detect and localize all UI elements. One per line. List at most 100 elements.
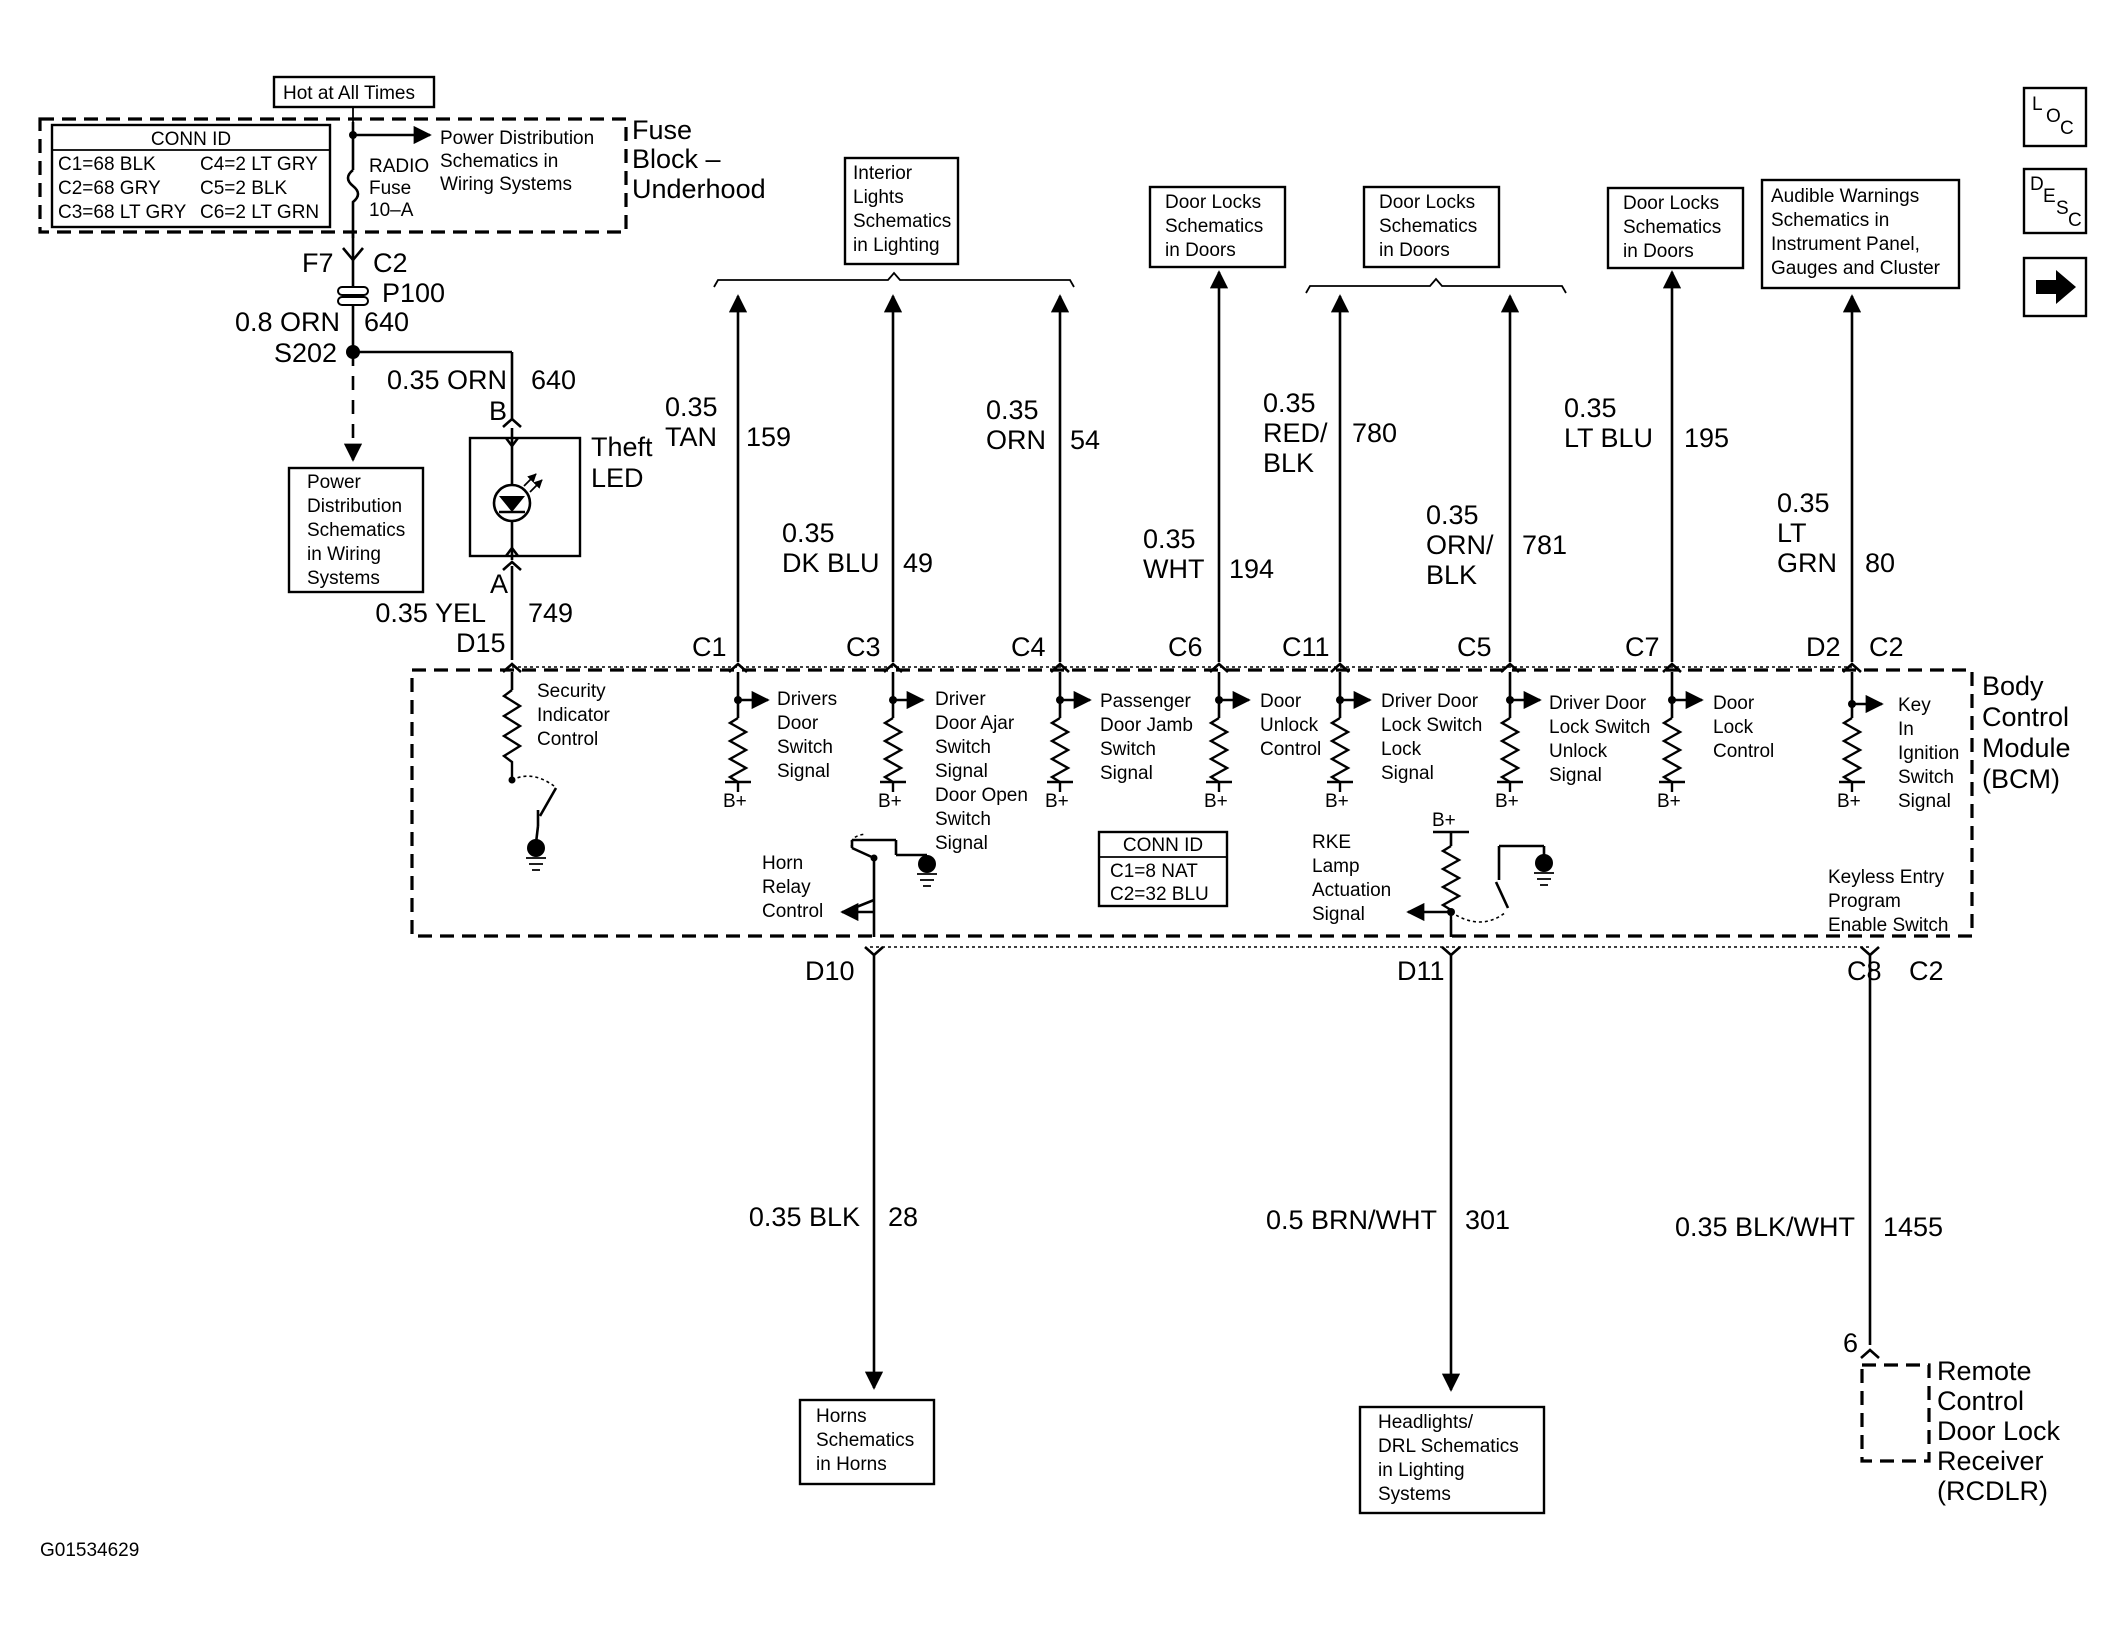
wire-color: ORN xyxy=(986,425,1046,455)
next-button[interactable] xyxy=(2022,256,2088,318)
circuit-number: 49 xyxy=(903,548,933,578)
horn-relay-control: Horn Relay Control xyxy=(762,833,937,937)
fuse-conn-id-box xyxy=(50,123,332,229)
keyless-entry-label: Keyless Entry xyxy=(1828,867,1945,888)
fuse-conn-line: C6=2 LT GRN xyxy=(200,202,319,223)
wire-color: WHT xyxy=(1143,554,1204,584)
security-indicator-label: Control xyxy=(537,729,598,750)
wire-color: LT xyxy=(1777,518,1807,548)
signal-label: Lock Switch xyxy=(1549,717,1650,738)
signal-label: Door Ajar xyxy=(935,713,1015,734)
door-locks-ref: Door Locks xyxy=(1165,192,1261,213)
output-circuits: D10 0.35 BLK 28 Horns Schematics in Horn… xyxy=(749,955,2061,1515)
bcm-top-pins xyxy=(502,662,1862,673)
headlights-ref: in Lighting xyxy=(1378,1460,1465,1481)
signal-label: Switch xyxy=(1100,739,1156,760)
wire-gauge: 0.35 xyxy=(1777,488,1830,518)
wire-color: BLK xyxy=(1263,448,1314,478)
rcdlr-pin: 6 xyxy=(1843,1328,1858,1358)
figure-id: G01534629 xyxy=(40,1540,139,1561)
signal-label: Signal xyxy=(1100,763,1153,784)
b-plus: B+ xyxy=(878,791,902,812)
bcm-pin: D10 xyxy=(805,956,855,986)
bcm-pin: D2 xyxy=(1806,632,1841,662)
signal-label: Switch xyxy=(1898,767,1954,788)
arrow-right-icon xyxy=(2036,270,2076,304)
desc-letter: E xyxy=(2043,186,2056,207)
power-distribution-ref-box-line: Schematics xyxy=(307,520,405,541)
power-distribution-ref-box-line: Distribution xyxy=(307,496,402,517)
fuse-f7-label: F7 xyxy=(302,248,334,278)
theft-led: B Theft LED A 0.35 YEL 749 D15 xyxy=(375,396,653,660)
interior-lights-ref: Lights xyxy=(853,187,904,208)
connector-p100-label: P100 xyxy=(382,278,445,308)
wire-color: BLK xyxy=(1426,560,1477,590)
rke-label: Lamp xyxy=(1312,856,1360,877)
signal-label: Door xyxy=(1713,693,1755,714)
signal-label: Control xyxy=(1260,739,1321,760)
signal-label: In xyxy=(1898,719,1914,740)
headlights-ref-box xyxy=(1358,1405,1546,1515)
fuse-conn-line: C3=68 LT GRY xyxy=(58,202,187,223)
horn-relay-label: Horn xyxy=(762,853,803,874)
audible-warnings-ref: Gauges and Cluster xyxy=(1771,258,1941,279)
body-control-module: Body Control Module (BCM) Security Indic… xyxy=(410,662,2071,957)
led-pin-a: A xyxy=(490,569,508,599)
wire-gauge: 0.35 xyxy=(665,392,718,422)
rcdlr-label: Control xyxy=(1937,1386,2024,1416)
circuit-number: 54 xyxy=(1070,425,1100,455)
circuit-number: 780 xyxy=(1352,418,1397,448)
b-plus: B+ xyxy=(1837,791,1861,812)
input-stage-c1: B+ Drivers Door Switch Signal xyxy=(723,672,837,812)
security-indicator-label: Indicator xyxy=(537,705,611,726)
power-distribution-ref-box xyxy=(287,466,425,594)
signal-label: Control xyxy=(1713,741,1774,762)
power-distribution-ref: Wiring Systems xyxy=(440,174,572,195)
power-distribution-ref: Power Distribution xyxy=(440,128,594,149)
horn-relay-label: Relay xyxy=(762,877,811,898)
signal-label: Signal xyxy=(1381,763,1434,784)
rcdlr-label: Receiver xyxy=(1937,1446,2044,1476)
headlights-ref: DRL Schematics xyxy=(1378,1436,1519,1457)
wire-color: GRN xyxy=(1777,548,1837,578)
horns-ref: Horns xyxy=(816,1406,867,1427)
signal-label: Lock Switch xyxy=(1381,715,1482,736)
signal-label: Signal xyxy=(1898,791,1951,812)
led-out-circuit-label: 749 xyxy=(528,598,573,628)
input-circuits: 0.35 TAN 159 C1 0.35 DK BLU 49 C3 0.35 O… xyxy=(665,270,1904,662)
circuit-number: 159 xyxy=(746,422,791,452)
rke-label: Actuation xyxy=(1312,880,1391,901)
door-locks-ref: Schematics xyxy=(1623,217,1721,238)
output-circuit: 301 xyxy=(1465,1205,1510,1235)
interior-brace xyxy=(713,271,1075,288)
fuse-block: Hot at All Times CONN ID C1=68 BLK C4=2 … xyxy=(38,75,766,238)
rcdlr-label: Remote xyxy=(1937,1356,2032,1386)
fuse-block-title: Fuse xyxy=(632,115,692,145)
b-plus: B+ xyxy=(1432,810,1456,831)
location-button[interactable]: L O C xyxy=(2022,86,2088,148)
output-wire-label: 0.35 BLK/WHT xyxy=(1675,1212,1855,1242)
input-stage-c7: B+ Door Lock Control xyxy=(1657,672,1774,812)
fuse-label: 10–A xyxy=(369,200,414,221)
branch-circuit-label: 640 xyxy=(531,365,576,395)
fuse-conn-id-title: CONN ID xyxy=(151,129,231,150)
description-button[interactable]: D E S C xyxy=(2022,167,2088,235)
door-locks-ref: in Doors xyxy=(1379,240,1450,261)
circuit-number: 781 xyxy=(1522,530,1567,560)
wire-color: DK BLU xyxy=(782,548,880,578)
desc-letter: S xyxy=(2056,198,2069,219)
interior-lights-ref-box xyxy=(843,156,960,266)
door-locks-ref: Door Locks xyxy=(1623,193,1719,214)
audible-warnings-ref: Schematics in xyxy=(1771,210,1889,231)
desc-letter: C xyxy=(2068,210,2082,231)
bcm-pin: C1 xyxy=(692,632,727,662)
bcm-pin: C4 xyxy=(1011,632,1046,662)
bcm-pin: C11 xyxy=(1282,632,1330,662)
horns-ref: Schematics xyxy=(816,1430,914,1451)
bcm-title: (BCM) xyxy=(1982,764,2060,794)
horns-ref: in Horns xyxy=(816,1454,887,1475)
loc-letter: L xyxy=(2032,94,2043,115)
loc-letter: O xyxy=(2046,106,2061,127)
signal-label: Signal xyxy=(935,833,988,854)
door-locks-ref: in Doors xyxy=(1623,241,1694,262)
